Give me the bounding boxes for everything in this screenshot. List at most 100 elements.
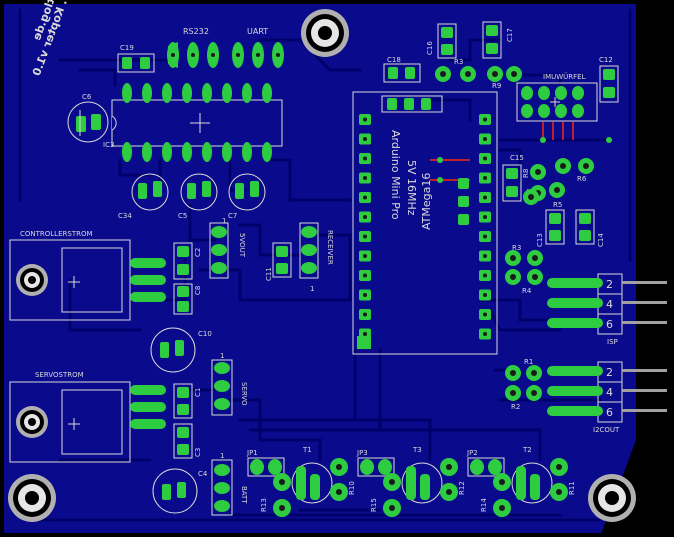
resistor-r6: R6 [555, 158, 594, 183]
mounting-hole-bottom-left [8, 474, 56, 522]
arduino-pin1-pad [357, 336, 371, 349]
capacitor-c8: C8 [173, 283, 202, 315]
isp-pin-4: 4 [606, 298, 613, 311]
arduino-pin-hole [363, 195, 367, 200]
jumper-jp1: JP1 [246, 449, 285, 477]
resistor-r14: R14 [480, 473, 511, 517]
capacitor-c34: C34 [118, 173, 169, 220]
label-servostrom: SERVOSTROM [35, 371, 84, 379]
label-c3: C3 [194, 448, 202, 457]
label-i2cout: I2COUT [593, 426, 620, 434]
arduino-pin-hole [483, 254, 487, 258]
label-r10: R10 [348, 481, 356, 495]
arduino-pin-hole [483, 176, 487, 180]
capacitor-c5: C5 [178, 173, 218, 220]
label-isp: ISP [607, 338, 618, 346]
label-r8: R8 [522, 169, 530, 178]
header-servo: 1 SERVO [211, 352, 248, 416]
label-r15: R15 [370, 498, 378, 512]
arduino-pin-hole [483, 234, 487, 239]
resistor-r15: R15 [370, 473, 401, 517]
label-servo: SERVO [240, 382, 248, 406]
i2c-pin-6: 6 [606, 406, 613, 419]
label-controllerstrom: CONTROLLERSTROM [20, 230, 93, 238]
label-arduino: Arduino Mini Pro [389, 130, 402, 220]
header-receiver: RECEIVER 1 [299, 222, 334, 293]
jumper-jp2: JP2 [466, 449, 505, 477]
connector-i2cout: 2 4 6 I2COUT [547, 361, 667, 434]
label-c34: C34 [118, 212, 132, 220]
header-uart: UART [232, 27, 284, 68]
label-c14: C14 [597, 233, 605, 247]
mounting-hole-top [301, 9, 349, 57]
label-c7: C7 [228, 212, 237, 220]
label-c17: C17 [506, 28, 514, 42]
arduino-pin-hole [483, 156, 487, 161]
label-5vout: 5VOUT [238, 233, 246, 258]
arduino-pin-hole [363, 293, 367, 297]
capacitor-c17: C17 [482, 21, 514, 59]
label-r6: R6 [577, 175, 587, 183]
label-5vout-1: 1 [222, 217, 226, 225]
arduino-pin-hole [363, 137, 367, 141]
label-servo-1: 1 [220, 352, 224, 360]
regulator-servostrom: SERVOSTROM [9, 371, 166, 463]
jumper-jp3: JP3 [356, 449, 395, 477]
label-c2: C2 [194, 248, 202, 257]
arduino-pin-hole [363, 117, 367, 122]
label-mcu: ATMega16 [420, 173, 433, 230]
label-rs232: RS232 [183, 27, 209, 36]
ic-ic3: IC3 [103, 83, 283, 162]
resistor-r8: R8 [522, 169, 530, 178]
label-r3: R3 [512, 244, 521, 252]
header-imuwuerfel: IMUWÜRFEL [516, 72, 612, 143]
header-5vout: 1 5VOUT [209, 217, 246, 279]
resistor-r4: R4 [505, 269, 543, 295]
isp-pin-2: 2 [606, 278, 613, 291]
label-c1: C1 [194, 388, 202, 397]
label-t2: T2 [522, 446, 532, 454]
label-t1: T1 [302, 446, 312, 454]
arduino-pin-hole [363, 332, 367, 336]
arduino-aux-pad [458, 196, 469, 207]
capacitor-c18: C18 [383, 56, 421, 83]
label-r5: R5 [553, 201, 562, 209]
label-ic3: IC3 [103, 141, 114, 149]
capacitor-c3: C3 [173, 423, 202, 459]
capacitor-c16: C16 [426, 23, 457, 59]
resistor-r3-top: R3 [435, 58, 476, 82]
label-c12: C12 [599, 56, 613, 64]
transistor-t2: T2 [511, 446, 553, 504]
connector-isp: 2 4 6 ISP [547, 273, 667, 346]
header-rs232: RS232 [167, 27, 219, 68]
transistor-t3: T3 [401, 446, 443, 504]
label-c11: C11 [265, 267, 273, 281]
label-c19: C19 [120, 44, 134, 52]
arduino-pin-hole [483, 195, 487, 200]
label-c6: C6 [82, 93, 92, 101]
arduino-pin-hole [483, 293, 487, 297]
arduino-pin-hole [363, 176, 367, 180]
module-arduino-mini-pro: Arduino Mini Pro 5V 16MHz ATMega16 [352, 91, 498, 355]
label-receiver-1: 1 [310, 285, 314, 293]
capacitor-c2: C2 [173, 242, 202, 280]
arduino-pin-hole [483, 215, 487, 219]
arduino-aux-pad [458, 178, 469, 189]
resistor-r3: R3 [505, 244, 543, 266]
i2c-pin-4: 4 [606, 386, 613, 399]
label-c18: C18 [387, 56, 401, 64]
label-receiver: RECEIVER [326, 230, 334, 265]
resistor-r10: R10 [330, 458, 356, 501]
arduino-aux-pad [458, 214, 469, 225]
mounting-hole-bottom-right [588, 474, 636, 522]
label-batt-1: 1 [220, 452, 224, 460]
label-r3-top: R3 [454, 58, 463, 66]
capacitor-c19: C19 [117, 44, 155, 73]
resistor-r13: R13 [260, 473, 291, 517]
header-batt: 1 BATT [211, 452, 248, 516]
label-uart: UART [247, 27, 268, 36]
arduino-pin-hole [363, 273, 367, 278]
capacitor-c11: C11 [265, 242, 292, 281]
label-jp1: JP1 [246, 449, 258, 457]
label-c4: C4 [198, 470, 208, 478]
